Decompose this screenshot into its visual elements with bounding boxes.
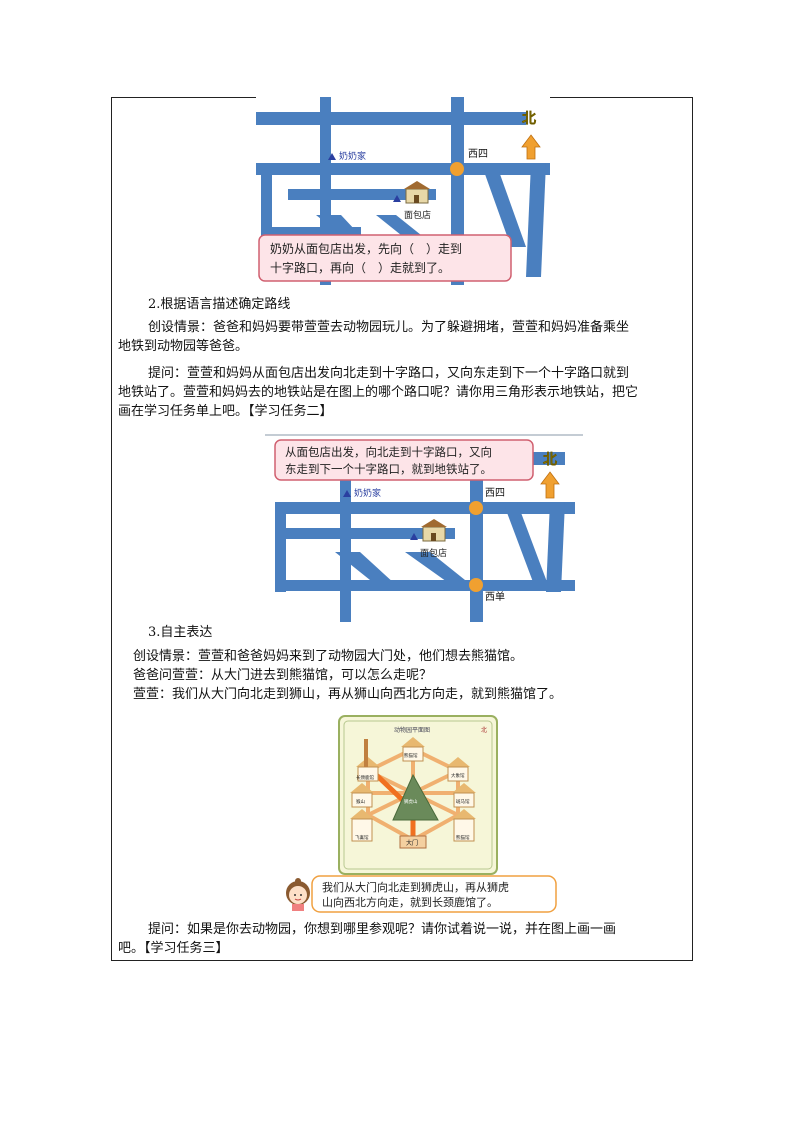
zoo-gate-label: 大门 bbox=[406, 839, 418, 847]
xidan-intersection bbox=[469, 578, 483, 592]
north-label: 北 bbox=[543, 452, 557, 468]
map-2-bubble-line2: 东走到下一个十字路口，就到地铁站了。 bbox=[285, 462, 492, 476]
zoo-label-giraffe: 长颈鹿馆 bbox=[356, 774, 374, 781]
zoo-house-monkey bbox=[350, 783, 374, 808]
zoo-label-bird: 飞禽馆 bbox=[355, 834, 369, 841]
map-2-bubble-line1: 从面包店出发，向北走到十字路口，又向 bbox=[285, 445, 492, 459]
section-2-scenario-line2: 地铁到动物园等爸爸。 bbox=[118, 339, 249, 354]
xisi-label: 西四 bbox=[468, 149, 488, 160]
xisi-label: 西四 bbox=[485, 488, 505, 499]
bakery-label: 面包店 bbox=[404, 209, 431, 221]
zoo-bubble-line1: 我们从大门向北走到狮虎山，再从狮虎 bbox=[322, 880, 509, 894]
map-1-bubble bbox=[258, 234, 512, 282]
final-question-line2: 吧。【学习任务三】 bbox=[118, 941, 229, 956]
section-2-question-line2: 地铁站了。萱萱和妈妈去的地铁站是在图上的哪个路口呢？请你用三角形表示地铁站，把它 bbox=[118, 385, 639, 400]
zoo-label-elephant: 大象馆 bbox=[451, 772, 465, 779]
section-3-line3: 萱萱：我们从大门向北走到狮山，再从狮山向西北方向走，就到熊猫馆了。 bbox=[133, 687, 563, 702]
zoo-house-bird bbox=[350, 809, 374, 842]
bakery-marker bbox=[410, 533, 418, 540]
zoo-house-bear bbox=[401, 737, 425, 762]
north-label: 北 bbox=[522, 111, 536, 127]
section-2-question-line1: 提问：萱萱和妈妈从面包店出发向北走到十字路口，又向东走到下一个十字路口就到 bbox=[148, 366, 630, 381]
zoo-house-elephant bbox=[446, 757, 470, 782]
section-3-line2: 爸爸问萱萱：从大门进去到熊猫馆，可以怎么走呢？ bbox=[133, 668, 433, 683]
section-3-line1: 创设情景：萱萱和爸爸妈妈来到了动物园大门处，他们想去熊猫馆。 bbox=[133, 649, 524, 664]
zoo-house-giraffe bbox=[356, 739, 380, 782]
section-2-heading: 2.根据语言描述确定路线 bbox=[148, 297, 291, 312]
grandma-house-marker bbox=[343, 490, 351, 497]
map-1: 奶奶家 西四 面包店 北 奶奶从面包店出发，先向（ ）走到 十字路口，再向（ ）… bbox=[256, 97, 550, 285]
section-2-question-line3: 画在学习任务单上吧。【学习任务二】 bbox=[118, 404, 333, 419]
map-2: 奶奶家 西四 西单 面包店 北 从面包店出发，向北走到十字路口，又向 东走到下一… bbox=[265, 432, 583, 622]
grandma-house-marker bbox=[328, 153, 336, 160]
zoo-north-label: 北 bbox=[481, 726, 487, 734]
zoo-label-lion: 狮虎山 bbox=[404, 798, 418, 805]
xidan-label: 西单 bbox=[485, 591, 505, 603]
map-2-bubble bbox=[274, 439, 534, 481]
zoo-bubble-line2: 山向西北方向走，就到长颈鹿馆了。 bbox=[322, 895, 498, 909]
zoo-map-title: 动物园平面图 bbox=[394, 726, 430, 734]
zoo-house-panda bbox=[452, 809, 476, 842]
north-arrow-icon bbox=[540, 471, 560, 499]
section-2-scenario-line1: 创设情景：爸爸和妈妈要带萱萱去动物园玩儿。为了躲避拥堵，萱萱和妈妈准备乘坐 bbox=[148, 320, 630, 335]
map-1-bubble-line2: 十字路口，再向（ ）走就到了。 bbox=[270, 260, 450, 275]
grandma-house-label: 奶奶家 bbox=[339, 150, 366, 162]
girl-avatar bbox=[286, 878, 310, 911]
zoo-bubble: 我们从大门向北走到狮虎山，再从狮虎 山向西北方向走，就到长颈鹿馆了。 bbox=[311, 875, 557, 913]
xisi-intersection bbox=[450, 162, 464, 176]
map-1-bubble-line1: 奶奶从面包店出发，先向（ ）走到 bbox=[270, 241, 462, 256]
bakery-label: 面包店 bbox=[420, 547, 447, 559]
bakery-icon bbox=[404, 181, 430, 204]
north-arrow-icon bbox=[521, 134, 541, 160]
zoo-map: 动物园平面图 北 大门 长颈鹿馆 熊猫馆 大象馆 猴山 斑马馆 飞禽馆 熊猫馆 … bbox=[338, 715, 498, 875]
bakery-icon bbox=[421, 519, 447, 542]
zoo-house-zebra bbox=[452, 783, 476, 808]
zoo-label-monkey: 猴山 bbox=[356, 798, 365, 805]
final-question-line1: 提问：如果是你去动物园，你想到哪里参观呢？请你试着说一说，并在图上画一画 bbox=[148, 922, 617, 937]
section-3-heading: 3.自主表达 bbox=[148, 625, 213, 640]
zoo-label-bear: 熊猫馆 bbox=[404, 752, 418, 759]
lion-mountain-icon bbox=[392, 773, 439, 821]
zoo-gate bbox=[399, 835, 427, 849]
grandma-house-label: 奶奶家 bbox=[354, 487, 381, 499]
zoo-label-panda: 熊猫馆 bbox=[456, 834, 470, 841]
xisi-intersection bbox=[469, 501, 483, 515]
zoo-label-zebra: 斑马馆 bbox=[456, 798, 470, 805]
bakery-marker bbox=[393, 195, 401, 202]
